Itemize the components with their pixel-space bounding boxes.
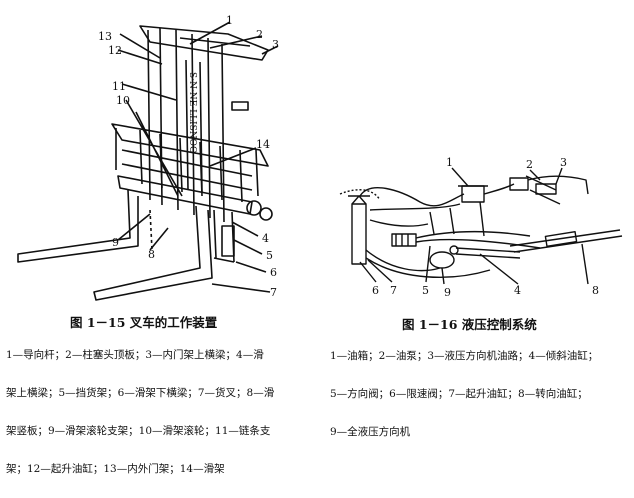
figure-1-15-legend: 1—导向杆；2—柱塞头顶板；3—内门架上横梁；4—滑 架上横梁；5—挡货架；6—… [6, 327, 316, 498]
callout-5: 5 [266, 249, 273, 262]
callout-7: 7 [270, 286, 277, 299]
callout-1: 1 [226, 14, 233, 27]
legend-line: 架上横梁；5—挡货架；6—滑架下横梁；7—货叉；8—滑 [6, 387, 275, 399]
callout-2: 2 [256, 28, 263, 41]
legend-line: 9—全液压方向机 [330, 426, 411, 438]
callout-9: 9 [112, 236, 119, 249]
callout-3: 3 [560, 156, 567, 169]
callout-5: 5 [422, 284, 429, 297]
callout-10: 10 [116, 94, 130, 107]
callout-4: 4 [262, 232, 269, 245]
callout-7: 7 [390, 284, 397, 297]
callout-8: 8 [148, 248, 155, 261]
legend-line: 5—方向阀；6—限速阀；7—起升油缸；8—转向油缸； [330, 388, 588, 400]
callout-12: 12 [108, 44, 122, 57]
callout-11: 11 [112, 80, 126, 93]
callout-14: 14 [256, 138, 270, 151]
figure-1-16-legend: 1—油箱；2—油泵；3—液压方向机油路；4—倾斜油缸； 5—方向阀；6—限速阀；… [330, 328, 632, 461]
callout-8: 8 [592, 284, 599, 297]
callout-6: 6 [270, 266, 277, 279]
svg-text:S·N·NE·LLISNOO: S·N·NE·LLISNOO [187, 72, 197, 153]
callout-2: 2 [526, 158, 533, 171]
figure-1-15-title: 图 1－15 叉车的工作装置 [70, 315, 218, 330]
hydraulic-diagram: 1 2 3 4 5 6 7 8 9 [339, 156, 623, 299]
callout-9: 9 [444, 286, 451, 299]
forklift-diagram: S·N·NE·LLISNOO 1 2 3 4 5 6 7 8 9 10 11 1… [17, 14, 279, 301]
callout-6: 6 [372, 284, 379, 297]
callout-13a: 13 [98, 30, 112, 43]
callout-1: 1 [446, 156, 453, 169]
callout-4: 4 [514, 284, 521, 297]
legend-line: 1—油箱；2—油泵；3—液压方向机油路；4—倾斜油缸； [330, 350, 599, 362]
legend-line: 1—导向杆；2—柱塞头顶板；3—内门架上横梁；4—滑 [6, 349, 264, 361]
legend-line: 架竖板；9—滑架滚轮支架；10—滑架滚轮；11—链条支 [6, 425, 271, 437]
legend-line: 架；12—起升油缸；13—内外门架；14—滑架 [6, 463, 225, 475]
figure-1-16-title: 图 1－16 液压控制系统 [402, 317, 537, 332]
callout-3: 3 [272, 38, 279, 51]
